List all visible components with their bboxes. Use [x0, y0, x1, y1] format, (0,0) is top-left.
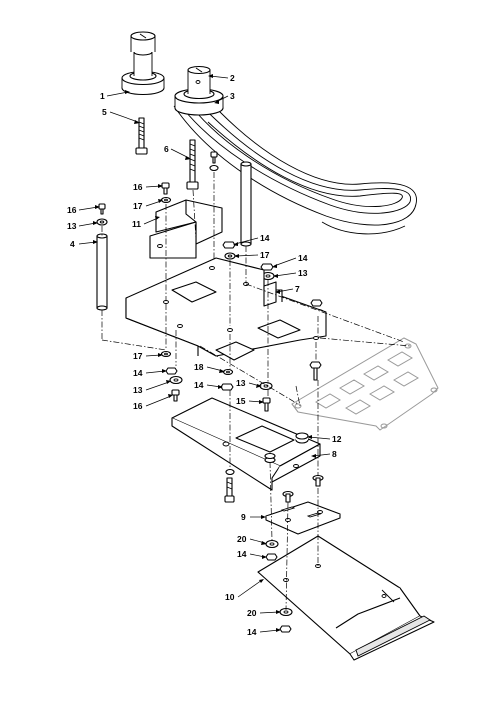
callout-15: 15	[236, 396, 246, 406]
channel-bracket-8	[171, 397, 321, 491]
callout-12: 12	[332, 434, 342, 444]
callout-17: 17	[260, 250, 270, 260]
callout-14: 14	[298, 253, 308, 263]
callout-labels: 1 2 3 5 6 16 17 11 16 13 4 14 17 14 13 7…	[67, 73, 342, 637]
callout-14: 14	[237, 549, 247, 559]
callout-16: 16	[133, 182, 143, 192]
leader-lines	[78, 74, 331, 633]
callout-20: 20	[237, 534, 247, 544]
callout-13: 13	[67, 221, 77, 231]
callout-14: 14	[194, 380, 204, 390]
assembly-lines	[101, 172, 411, 611]
washer-nut-mid	[265, 539, 279, 561]
callout-10: 10	[225, 592, 235, 602]
callout-9: 9	[241, 512, 246, 522]
spacer-rod-4	[96, 233, 108, 311]
callout-7: 7	[295, 284, 300, 294]
callout-13: 13	[298, 268, 308, 278]
plate-9	[265, 501, 341, 535]
callout-13: 13	[133, 385, 143, 395]
callout-14: 14	[260, 233, 270, 243]
callout-4: 4	[70, 239, 75, 249]
callout-11: 11	[132, 219, 141, 229]
tray-10	[257, 535, 435, 661]
callout-14: 14	[247, 627, 257, 637]
deck-mount-frame	[291, 337, 439, 431]
callout-17: 17	[133, 201, 143, 211]
callout-6: 6	[164, 144, 169, 154]
callout-13: 13	[236, 378, 246, 388]
callout-16: 16	[67, 205, 77, 215]
bracket-11	[149, 199, 223, 259]
left-pulley-spindle	[121, 31, 165, 96]
callout-3: 3	[230, 91, 235, 101]
callout-20: 20	[247, 608, 257, 618]
callout-2: 2	[230, 73, 235, 83]
callout-8: 8	[332, 449, 337, 459]
spacer-rod-right	[240, 161, 252, 247]
callout-14: 14	[133, 368, 143, 378]
callout-1: 1	[100, 91, 105, 101]
washer-nut-bottom	[279, 607, 293, 633]
callout-16: 16	[133, 401, 143, 411]
callout-17: 17	[133, 351, 143, 361]
bolt-5	[135, 117, 148, 155]
callout-18: 18	[194, 362, 204, 372]
bolt-6	[186, 139, 199, 190]
callout-5: 5	[102, 107, 107, 117]
right-pulley-spindle	[174, 65, 224, 116]
